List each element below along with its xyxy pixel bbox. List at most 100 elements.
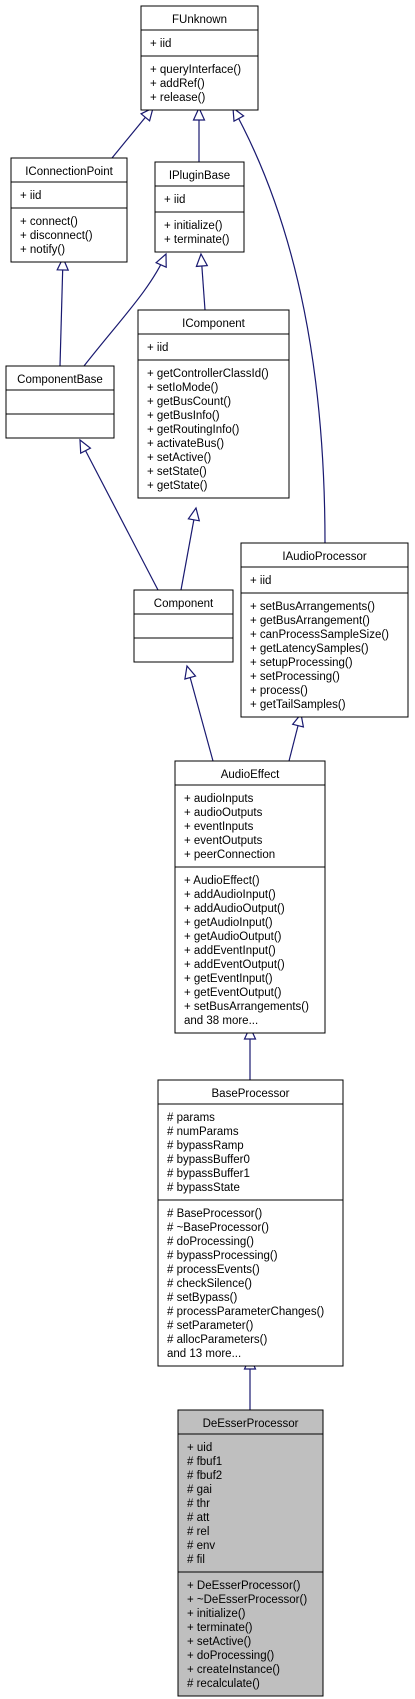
- inheritance-edge-iconnectionpoint-to-funknown: [111, 106, 154, 159]
- class-box: [157, 1079, 344, 1367]
- class-method: + getEventInput(): [184, 973, 273, 985]
- class-node-funknown[interactable]: FUnknown+ iid+ queryInterface()+ addRef(…: [140, 5, 259, 111]
- class-box: [154, 161, 245, 253]
- class-name: ComponentBase: [17, 374, 103, 386]
- edge-line: [180, 507, 197, 591]
- class-node-iconnectionpoint[interactable]: IConnectionPoint+ iid+ connect()+ discon…: [10, 157, 128, 263]
- class-box: [5, 365, 115, 439]
- inheritance-arrowhead: [155, 252, 167, 269]
- class-method: + addAudioOutput(): [184, 903, 285, 915]
- inheritance-arrowhead: [192, 106, 206, 121]
- class-method: + setActive(): [187, 1636, 251, 1648]
- class-node-icomponent[interactable]: IComponent+ iid+ getControllerClassId()+…: [137, 309, 290, 499]
- class-method: # bypassProcessing(): [167, 1250, 278, 1262]
- class-method: and 38 more...: [184, 1015, 258, 1027]
- class-method: + getAudioInput(): [184, 917, 273, 929]
- edge-line: [59, 257, 64, 367]
- class-attribute: + iid: [150, 38, 171, 50]
- class-attribute: + peerConnection: [184, 849, 275, 861]
- class-node-iaudioprocessor[interactable]: IAudioProcessor+ iid+ setBusArrangements…: [240, 542, 409, 718]
- class-attribute: # thr: [187, 1498, 210, 1510]
- class-attribute: # fbuf2: [187, 1470, 222, 1482]
- class-method: and 13 more...: [167, 1348, 241, 1360]
- inheritance-arrowhead: [56, 256, 70, 271]
- edge-line: [83, 253, 167, 367]
- class-name: IPluginBase: [169, 170, 230, 182]
- class-method: + setActive(): [147, 452, 211, 464]
- class-attribute: + audioOutputs: [184, 807, 263, 819]
- class-method: # recalculate(): [187, 1678, 260, 1690]
- class-name: FUnknown: [172, 14, 227, 26]
- class-attribute: # fbuf1: [187, 1456, 222, 1468]
- class-method: + AudioEffect(): [184, 875, 260, 887]
- class-method: + setBusArrangements(): [250, 601, 375, 613]
- class-attribute: # params: [167, 1112, 215, 1124]
- inheritance-edge-icomponent-to-ipluginbase: [195, 252, 209, 311]
- class-method: + release(): [150, 92, 205, 104]
- class-box: [140, 5, 259, 111]
- class-method: + DeEsserProcessor(): [187, 1580, 301, 1592]
- class-method: + disconnect(): [20, 230, 93, 242]
- class-method: + setupProcessing(): [250, 657, 353, 669]
- class-method: + setBusArrangements(): [184, 1001, 309, 1013]
- inheritance-arrowhead: [232, 106, 245, 123]
- class-name: AudioEffect: [221, 769, 280, 781]
- class-method: # BaseProcessor(): [167, 1208, 262, 1220]
- class-method: + initialize(): [187, 1608, 246, 1620]
- class-attribute: + uid: [187, 1442, 212, 1454]
- class-method: + addEventOutput(): [184, 959, 285, 971]
- class-method: + setState(): [147, 466, 207, 478]
- class-attribute: # bypassBuffer1: [167, 1168, 250, 1180]
- class-method: # setBypass(): [167, 1292, 237, 1304]
- class-node-baseprocessor[interactable]: BaseProcessor# params# numParams# bypass…: [157, 1079, 344, 1367]
- inheritance-edges: [56, 106, 326, 1410]
- inheritance-edge-component-to-componentbase: [79, 438, 159, 591]
- class-method: # checkSilence(): [167, 1278, 252, 1290]
- class-method: + terminate(): [164, 234, 230, 246]
- class-method: + getBusCount(): [147, 396, 231, 408]
- class-node-componentbase[interactable]: ComponentBase: [5, 365, 115, 439]
- class-method: # processEvents(): [167, 1264, 260, 1276]
- class-method: + addAudioInput(): [184, 889, 276, 901]
- class-attribute: # att: [187, 1512, 210, 1524]
- class-attribute: + eventInputs: [184, 821, 254, 833]
- class-method: + ~DeEsserProcessor(): [187, 1594, 307, 1606]
- class-method: + getBusInfo(): [147, 410, 220, 422]
- class-attribute: + iid: [147, 342, 168, 354]
- class-attribute: + iid: [20, 190, 41, 202]
- class-attribute: + iid: [164, 194, 185, 206]
- edge-line: [232, 107, 326, 544]
- class-attribute: # bypassState: [167, 1182, 240, 1194]
- class-method: + canProcessSampleSize(): [250, 629, 389, 641]
- class-attribute: # numParams: [167, 1126, 239, 1138]
- class-method: + getBusArrangement(): [250, 615, 370, 627]
- class-method: + queryInterface(): [150, 64, 241, 76]
- class-attribute: + iid: [250, 575, 271, 587]
- class-method: # processParameterChanges(): [167, 1306, 324, 1318]
- inheritance-edge-baseprocessor-to-audioeffect: [243, 1025, 257, 1080]
- inheritance-arrowhead: [139, 106, 154, 122]
- class-attribute: # fil: [187, 1554, 205, 1566]
- class-name: Component: [154, 598, 214, 610]
- class-method: + setIoMode(): [147, 382, 218, 394]
- inheritance-edge-componentbase-to-iconnectionpoint: [56, 256, 70, 367]
- class-name: IComponent: [182, 318, 245, 330]
- class-box: [133, 589, 234, 663]
- edge-line: [79, 439, 159, 591]
- class-attribute: + audioInputs: [184, 793, 254, 805]
- class-attribute: + eventOutputs: [184, 835, 263, 847]
- class-box: [240, 542, 409, 718]
- class-attribute: # bypassBuffer0: [167, 1154, 250, 1166]
- class-node-audioeffect[interactable]: AudioEffect + audioInputs + audioOutputs + …: [174, 760, 326, 1034]
- class-method: + getLatencySamples(): [250, 643, 369, 655]
- edge-line: [186, 665, 214, 762]
- class-box: [174, 760, 326, 1034]
- inheritance-arrowhead: [79, 438, 92, 455]
- class-node-deesserprocessor[interactable]: DeEsserProcessor+ uid# fbuf1# fbuf2# gai…: [177, 1409, 324, 1697]
- class-node-component[interactable]: Component: [133, 589, 234, 663]
- class-box: [177, 1409, 324, 1697]
- class-attribute: # env: [187, 1540, 215, 1552]
- class-node-ipluginbase[interactable]: IPluginBase+ iid+ initialize()+ terminat…: [154, 161, 245, 253]
- class-method: + setProcessing(): [250, 671, 340, 683]
- class-method: + doProcessing(): [187, 1650, 274, 1662]
